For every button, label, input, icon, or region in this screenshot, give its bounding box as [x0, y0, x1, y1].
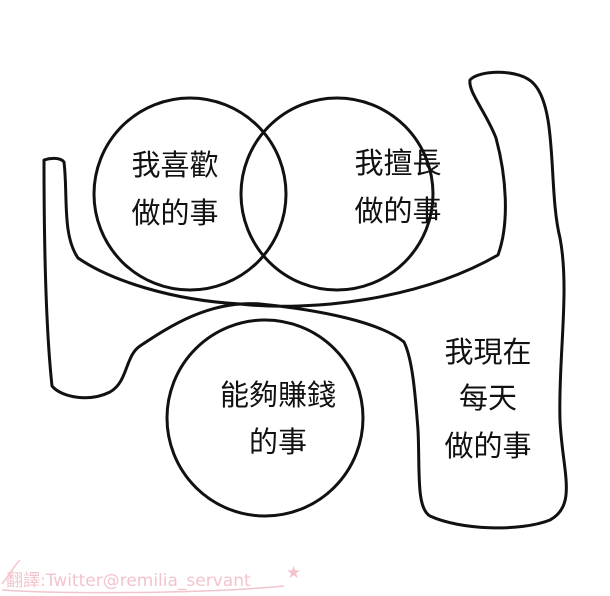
credit-swoosh-icon: [1, 559, 285, 594]
label-good-at-line1: 我擅長: [354, 146, 441, 180]
label-daily-line3: 做的事: [444, 429, 531, 463]
label-daily-line1: 我現在: [444, 335, 531, 369]
label-daily-line2: 每天: [459, 381, 517, 415]
daily-work-outline: [42, 70, 568, 530]
label-paid-for-line1: 能夠賺錢: [220, 378, 336, 412]
label-paid-for-line2: 的事: [249, 425, 307, 459]
label-good-at-line2: 做的事: [354, 194, 441, 228]
circle-good-at: [239, 96, 435, 292]
label-like-line1: 我喜歡: [131, 148, 218, 182]
label-like-line2: 做的事: [131, 196, 218, 230]
circle-paid-for: [165, 318, 365, 518]
translator-credit: 翻譯:Twitter@remilia_servant: [6, 571, 251, 591]
circle-like: [92, 96, 288, 292]
credit-star-icon: ★: [286, 563, 301, 583]
